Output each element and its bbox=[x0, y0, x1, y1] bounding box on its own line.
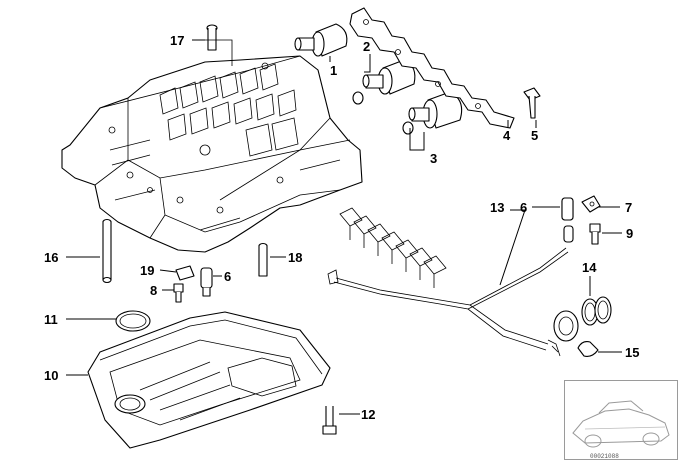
wiring-harness-13 bbox=[327, 197, 579, 357]
bolt-17 bbox=[206, 24, 218, 51]
callout-4: 4 bbox=[503, 128, 511, 143]
o-ring-11 bbox=[115, 310, 151, 332]
car-outline-icon bbox=[572, 400, 670, 448]
solenoid-valve-1 bbox=[294, 23, 348, 57]
screw-5 bbox=[523, 87, 541, 119]
callout-12: 12 bbox=[361, 407, 375, 422]
screw-12 bbox=[322, 406, 337, 435]
drawing-number: 00021088 bbox=[590, 453, 619, 460]
o-rings-14 bbox=[581, 296, 612, 326]
wiring-strip-4 bbox=[349, 7, 515, 129]
callout-19: 19 bbox=[140, 263, 154, 278]
callout-6-lower: 6 bbox=[224, 269, 231, 284]
callout-18: 18 bbox=[288, 250, 302, 265]
callout-13: 13 bbox=[490, 200, 504, 215]
bolt-18 bbox=[258, 242, 268, 277]
circlip-15 bbox=[577, 341, 599, 357]
callout-6-upper: 6 bbox=[520, 200, 527, 215]
callout-11: 11 bbox=[44, 312, 58, 327]
callout-8: 8 bbox=[150, 283, 157, 298]
callout-16: 16 bbox=[44, 250, 58, 265]
leader-lines bbox=[66, 39, 622, 415]
screw-9 bbox=[589, 223, 601, 245]
callout-2: 2 bbox=[363, 39, 370, 54]
solenoid-valve-3 bbox=[402, 91, 463, 135]
callout-7: 7 bbox=[625, 200, 632, 215]
callout-10: 10 bbox=[44, 368, 58, 383]
sensor-6-upper bbox=[561, 197, 574, 221]
valve-body-channels bbox=[108, 62, 341, 231]
callout-9: 9 bbox=[626, 226, 633, 241]
callout-17: 17 bbox=[170, 33, 184, 48]
solenoid-valve-2 bbox=[352, 59, 416, 105]
filter-pan-10 bbox=[87, 311, 331, 449]
sensor-6-lower bbox=[200, 267, 213, 297]
valve-body bbox=[61, 55, 363, 253]
bolt-16 bbox=[102, 218, 112, 284]
screw-8 bbox=[173, 283, 184, 303]
callout-15: 15 bbox=[625, 345, 639, 360]
callout-3: 3 bbox=[430, 151, 437, 166]
callout-1: 1 bbox=[330, 63, 337, 78]
clip-19 bbox=[175, 265, 195, 281]
vehicle-thumbnail bbox=[564, 380, 678, 460]
clip-7 bbox=[581, 195, 601, 213]
callout-14: 14 bbox=[582, 260, 597, 275]
callout-5: 5 bbox=[531, 128, 538, 143]
